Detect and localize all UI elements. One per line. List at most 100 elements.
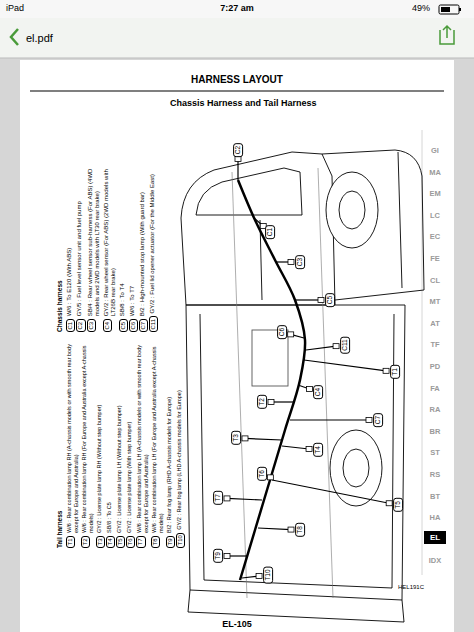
connector-code: T7 <box>136 536 145 548</box>
connector-description: W/6 : Rear combination lamp RH (For Euro… <box>81 336 95 533</box>
connector-description: GY/2 : Rear wheel sensor (For ABS) (2WD … <box>103 167 118 316</box>
callout-code: C11 <box>340 336 350 353</box>
connector-description: W/6 : Rear combination lamp RH (A-chassi… <box>66 336 80 533</box>
connector-symbol <box>242 436 248 441</box>
connector-list: Chassis harnessC1 W/6 : To E120 (With ABS… <box>56 167 159 332</box>
code-text: T3 <box>97 538 103 545</box>
page-number: EL-105 <box>0 619 474 629</box>
code-text: C1 <box>266 228 273 236</box>
toolbar <box>0 18 474 58</box>
connector-description: W/6 : Rear combination lamp LH (For Euro… <box>151 336 165 533</box>
battery-level <box>441 7 450 12</box>
code-text: C3 <box>88 322 94 330</box>
list-row: C4GY/2 : Rear wheel sensor (For ABS) (2W… <box>103 167 118 332</box>
connector-symbol <box>267 475 273 480</box>
connector-code: T4 <box>106 536 115 548</box>
connector-code: C1 <box>66 319 75 332</box>
list-row: C5SB/8 : To T4 <box>119 167 128 332</box>
list-heading: Chassis harness <box>56 167 64 332</box>
connector-description: GY/2 : License plate lamp (With step bum… <box>126 336 133 533</box>
section-tab: MA <box>424 168 446 177</box>
section-tab: RA <box>424 405 446 414</box>
section-tab: PD <box>424 362 446 371</box>
harness-branch <box>290 419 369 420</box>
section-tab: AT <box>424 319 446 328</box>
code-text: T9 <box>214 552 221 560</box>
active-section-tab: EL <box>424 531 446 544</box>
code-text: C6 <box>130 322 136 330</box>
harness-branch <box>227 498 262 500</box>
code-text: C3 <box>296 258 303 266</box>
harness-branch <box>245 438 282 440</box>
list-row: T2W/6 : Rear combination lamp RH (For Eu… <box>81 336 95 548</box>
connector-symbol <box>224 554 230 559</box>
code-text: C5 <box>326 296 333 304</box>
code-text: T1 <box>67 538 73 545</box>
section-tab: BR <box>424 427 446 436</box>
code-text: C6 <box>278 328 285 336</box>
code-text: T7 <box>214 494 221 502</box>
connector-description: W/6 : To E120 (With ABS) <box>66 167 74 316</box>
callout-code: T2 <box>257 395 267 409</box>
connector-description: W/6 : To T7 <box>129 167 137 316</box>
list-row: T3GY/2 : License plate lamp RH (Without … <box>96 336 105 548</box>
connector-symbol <box>256 574 262 579</box>
callout-code: C1 <box>265 225 275 239</box>
code-text: C4 <box>314 388 321 396</box>
connector-description: SB/8 : To T4 <box>119 167 127 316</box>
code-text: C11 <box>341 339 348 350</box>
code-text: C1 <box>67 322 73 330</box>
harness-branch <box>304 360 386 371</box>
section-tab: EM <box>424 189 446 198</box>
section-tab: FA <box>424 384 446 393</box>
callout-code: T3 <box>231 431 241 445</box>
connector-symbol <box>306 447 312 452</box>
code-text: T5 <box>394 501 401 509</box>
code-text: T10 <box>177 535 183 545</box>
figure-subtitle: Chassis Harness and Tail Harness <box>170 98 316 108</box>
battery-percent: 49% <box>412 3 430 13</box>
list-heading: Tail harness <box>56 336 64 548</box>
callout-code: T9 <box>213 549 223 563</box>
callout-code: C3 <box>295 255 305 269</box>
callout-code: C2 <box>233 143 243 157</box>
connector-symbol <box>366 418 372 423</box>
connector-description: GY/2 : License plate lamp LH (Without st… <box>116 336 123 533</box>
list-row: C2GY/5 : Fuel level sensor unit and fuel… <box>76 167 85 332</box>
connector-symbol <box>307 387 313 392</box>
list-row: T4SB/8 : To C5 <box>106 336 115 548</box>
section-tab: ST <box>424 448 446 457</box>
code-text: T6 <box>258 470 265 478</box>
battery-tip <box>459 8 461 11</box>
figure-code: HEL191C <box>398 584 424 590</box>
code-text: T9 <box>167 538 173 545</box>
page-title: HARNESS LAYOUT <box>0 74 474 85</box>
connector-symbol <box>288 332 294 337</box>
section-tab: LC <box>424 211 446 220</box>
harness-branch <box>272 480 389 503</box>
connector-symbol <box>224 496 230 501</box>
callout-code: T8 <box>295 523 305 537</box>
harness-branch <box>282 446 309 449</box>
callout-code: C4 <box>313 385 323 399</box>
list-head-slot: Chassis harness <box>56 167 64 332</box>
toolbar-rule <box>0 58 474 59</box>
callout-code: T4 <box>313 443 323 457</box>
connector-symbol <box>318 298 324 303</box>
section-tab: TF <box>424 340 446 349</box>
code-text: T5 <box>117 538 123 545</box>
connector-description: GY/2 : Rear fog lamp (LHD A-chassis mode… <box>176 336 183 530</box>
code-text: T7 <box>137 538 143 545</box>
section-tab: IDX <box>424 556 446 565</box>
code-text: T2 <box>258 398 265 406</box>
connector-symbol <box>386 501 392 506</box>
status-bar <box>0 0 474 18</box>
callout-code: T5 <box>393 498 403 512</box>
share-icon <box>440 26 454 44</box>
connector-code: C3 <box>87 319 96 332</box>
connector-code: T6 <box>126 536 135 548</box>
list-row: C11GY/2 : Fuel lid opener actuator (For … <box>149 167 158 332</box>
callout-code: T10 <box>263 566 273 583</box>
code-text: T6 <box>127 538 133 545</box>
connector-code: T8 <box>151 536 160 548</box>
